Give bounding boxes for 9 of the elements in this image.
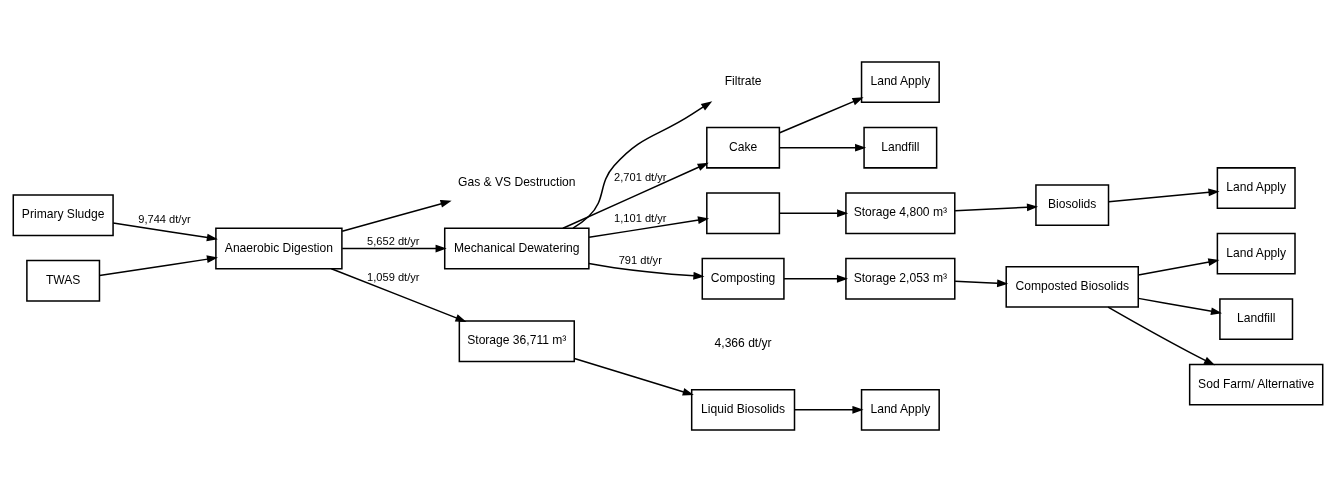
edge-label: 9,744 dt/yr [138, 213, 191, 226]
edge-label: 1,059 dt/yr [367, 270, 420, 283]
edge-label: 2,701 dt/yr [614, 170, 667, 183]
node-text: Filtrate [724, 74, 762, 89]
node-text: Gas & VS Destruction [458, 175, 576, 190]
edge-label: 791 dt/yr [618, 254, 662, 267]
edge-label: 5,652 dt/yr [367, 235, 420, 248]
edge-label: 1,101 dt/yr [614, 212, 667, 225]
label: 4,366 dt/yr [714, 336, 772, 351]
